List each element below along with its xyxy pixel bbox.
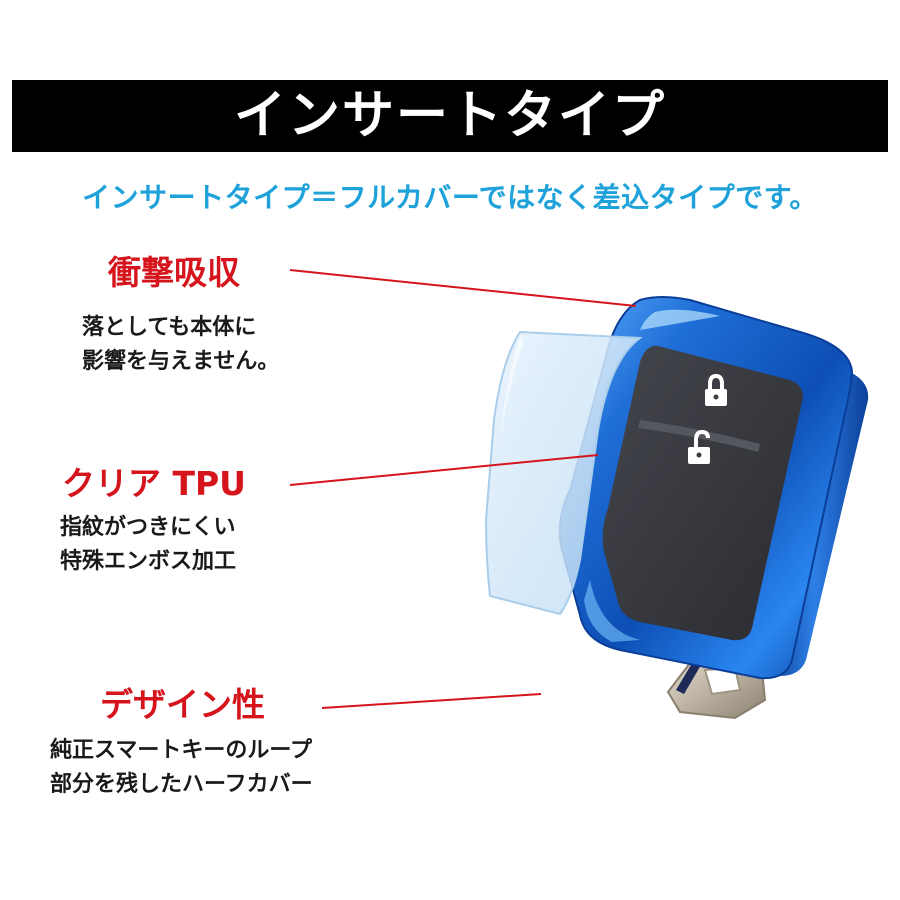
callout-line-design: [321, 693, 542, 709]
callout-line-tpu: [289, 454, 599, 486]
feature-description-line: 落としても本体に: [82, 315, 257, 340]
lock-open-icon: [688, 430, 710, 464]
feature-heading-shock-absorption: 衝撃吸収: [108, 253, 240, 292]
callout-line-shock: [289, 269, 637, 307]
feature-description-line: 指紋がつきにくい: [60, 515, 236, 540]
feature-description-line: 純正スマートキーのループ: [50, 738, 313, 763]
feature-description-line: 特殊エンボス加工: [60, 549, 237, 574]
title-banner: インサートタイプ: [12, 80, 888, 152]
key-blade: [666, 649, 767, 720]
case-side: [760, 350, 869, 676]
feature-heading-clear-tpu: クリア TPU: [62, 464, 246, 503]
feature-description-line: 影響を与えません。: [82, 349, 280, 374]
key-face: [602, 345, 803, 641]
feature-heading-design: デザイン性: [100, 685, 265, 724]
feature-description-shock-absorption: 落としても本体に 影響を与えません。: [82, 311, 279, 379]
key-case-body: [558, 296, 854, 680]
feature-description-design: 純正スマートキーのループ 部分を残したハーフカバー: [50, 734, 313, 802]
banner-title: インサートタイプ: [233, 86, 666, 146]
clear-tpu-film: [484, 330, 643, 616]
lock-closed-icon: [705, 374, 727, 406]
feature-description-line: 部分を残したハーフカバー: [50, 772, 313, 797]
subtitle: インサートタイプ＝フルカバーではなく差込タイプです。: [82, 181, 818, 214]
feature-description-clear-tpu: 指紋がつきにくい 特殊エンボス加工: [60, 511, 236, 579]
